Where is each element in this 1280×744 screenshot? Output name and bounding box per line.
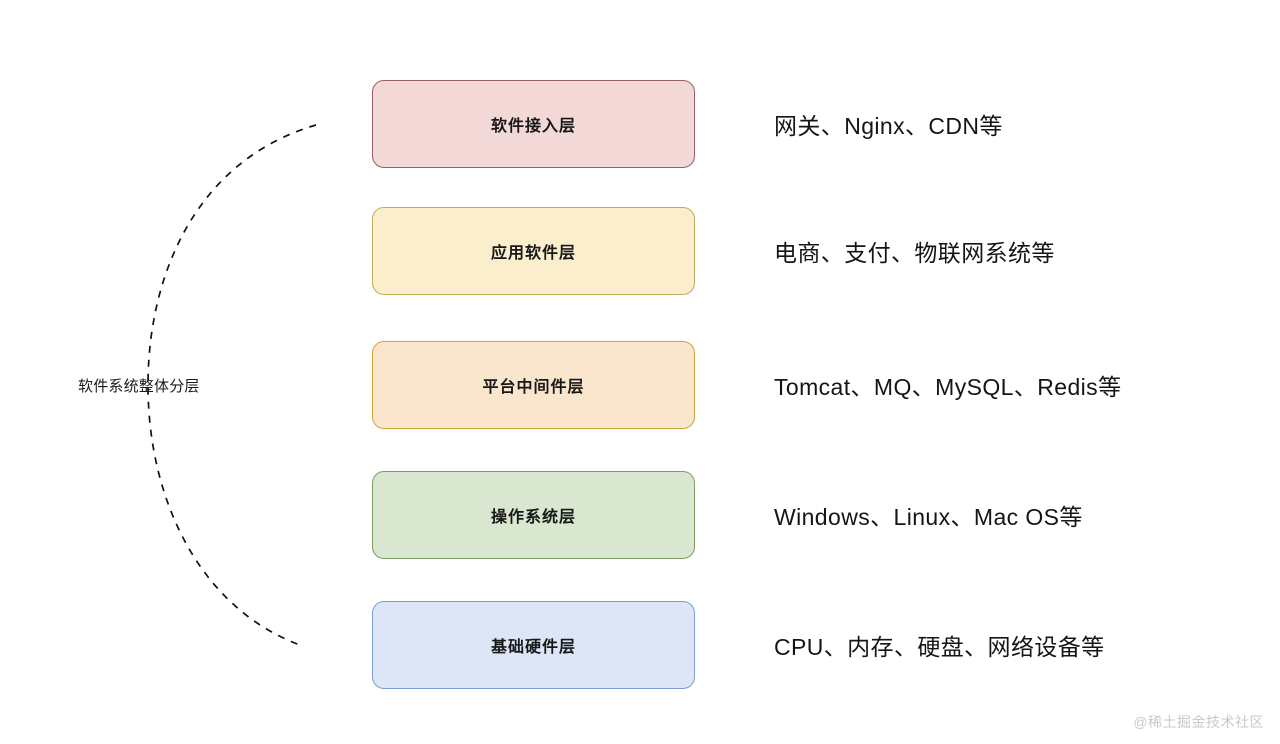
group-label: 软件系统整体分层 <box>78 378 200 395</box>
layer-description: Windows、Linux、Mac OS等 <box>774 504 1083 530</box>
layer-box-platform-middleware[interactable]: 平台中间件层 <box>372 341 695 429</box>
layer-box-software-access[interactable]: 软件接入层 <box>372 80 695 168</box>
layer-box-label: 平台中间件层 <box>482 379 585 396</box>
layer-box-application-software[interactable]: 应用软件层 <box>372 207 695 295</box>
layer-row: 应用软件层 电商、支付、物联网系统等 <box>372 206 1152 296</box>
layer-box-label: 基础硬件层 <box>490 639 576 656</box>
layer-box-label: 软件接入层 <box>490 118 576 135</box>
layer-box-operating-system[interactable]: 操作系统层 <box>372 471 695 559</box>
layer-description: 电商、支付、物联网系统等 <box>774 240 1055 266</box>
layer-description: 网关、Nginx、CDN等 <box>774 113 1003 139</box>
watermark: @稀土掘金技术社区 <box>1133 714 1264 730</box>
layer-row: 软件接入层 网关、Nginx、CDN等 <box>372 79 1152 169</box>
layer-row: 平台中间件层 Tomcat、MQ、MySQL、Redis等 <box>372 340 1152 430</box>
layer-box-label: 操作系统层 <box>490 509 576 526</box>
layer-description: Tomcat、MQ、MySQL、Redis等 <box>774 374 1122 400</box>
layer-row: 操作系统层 Windows、Linux、Mac OS等 <box>372 470 1152 560</box>
layer-description: CPU、内存、硬盘、网络设备等 <box>774 634 1105 660</box>
layer-row: 基础硬件层 CPU、内存、硬盘、网络设备等 <box>372 600 1152 690</box>
layer-box-label: 应用软件层 <box>490 245 576 262</box>
layer-box-base-hardware[interactable]: 基础硬件层 <box>372 601 695 689</box>
